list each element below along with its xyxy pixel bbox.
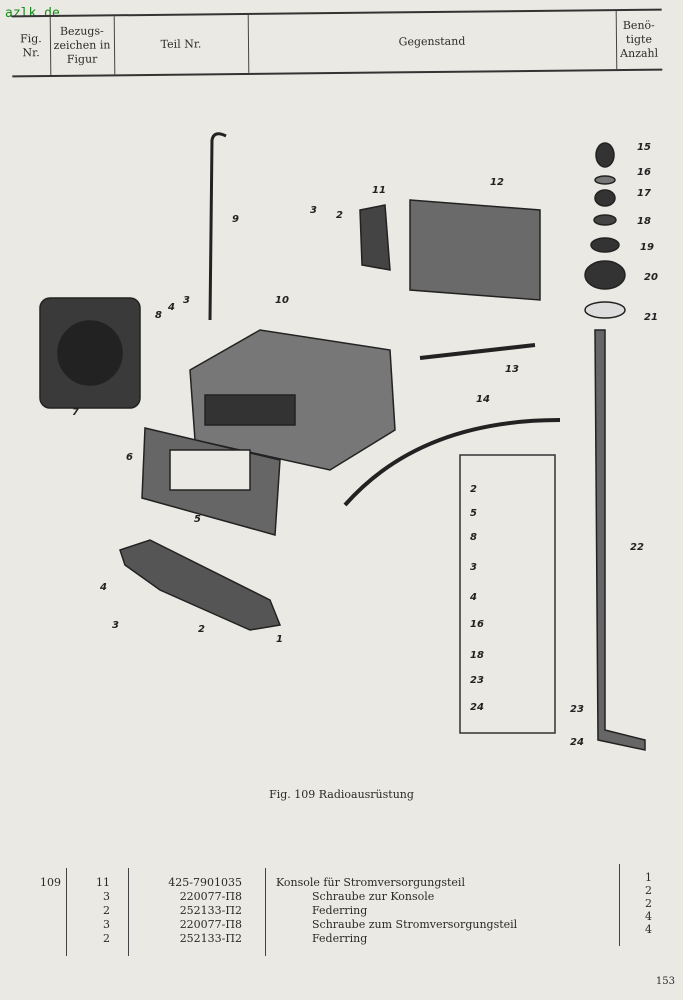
header-fig-nr: Fig. Nr. xyxy=(11,16,52,76)
cable-14 xyxy=(343,418,561,507)
callout-label: 16 xyxy=(470,619,484,630)
header-bezugszeichen: Bezugs- zeichen in Figur xyxy=(49,16,116,76)
cable-13 xyxy=(419,343,536,360)
callout-label: 17 xyxy=(637,188,651,199)
ref-number: 3 xyxy=(103,890,110,903)
callout-label: 8 xyxy=(155,310,162,321)
quantity: 2 xyxy=(645,897,652,910)
quantity: 4 xyxy=(645,910,652,923)
callout-label: 4 xyxy=(99,582,107,593)
callout-label: 2 xyxy=(198,624,205,635)
ref-number: 3 xyxy=(103,918,110,931)
callout-label: 20 xyxy=(644,272,658,283)
quantity: 1 xyxy=(645,871,652,884)
quantity: 2 xyxy=(645,884,652,897)
console-1 xyxy=(119,539,282,631)
header-gegenstand: Gegenstand xyxy=(247,11,618,73)
callout-label: 12 xyxy=(490,177,504,188)
callout-label: 2 xyxy=(336,210,343,221)
power-supply xyxy=(409,199,541,301)
header-anzahl: Benö- tigte Anzahl xyxy=(620,18,659,61)
part-description: Schraube zur Konsole xyxy=(312,890,435,903)
callout-label: 23 xyxy=(570,704,584,715)
callout-label: 18 xyxy=(470,650,484,661)
callout-label: 5 xyxy=(470,508,477,519)
callout-label: 7 xyxy=(72,407,79,418)
fig-number: 109 xyxy=(40,876,61,889)
callout-label: 10 xyxy=(275,295,289,306)
part-number: 425-7901035 xyxy=(168,876,242,889)
callout-label: 2 xyxy=(470,484,477,495)
watermark: azlk.de xyxy=(5,6,60,21)
callout-label: 9 xyxy=(232,214,239,225)
callout-label: 3 xyxy=(183,295,190,306)
callout-label: 14 xyxy=(476,394,490,405)
small-parts-inset xyxy=(459,454,556,734)
callout-label: 15 xyxy=(637,142,651,153)
callout-label: 6 xyxy=(126,452,133,463)
callout-label: 19 xyxy=(640,242,654,253)
callout-label: 11 xyxy=(372,185,386,196)
header-teil-nr: Teil Nr. xyxy=(113,14,250,75)
part-number: 252133-П2 xyxy=(179,904,242,917)
part-number: 252133-П2 xyxy=(179,932,242,945)
callout-label: 3 xyxy=(310,205,317,216)
part-number: 220077-П8 xyxy=(179,918,242,931)
ref-number: 2 xyxy=(103,904,110,917)
callout-label: 13 xyxy=(505,364,519,375)
callout-label: 16 xyxy=(637,167,651,178)
part-description: Federring xyxy=(312,932,368,945)
callout-label: 1 xyxy=(276,634,283,645)
part-description: Schraube zum Stromversorgungsteil xyxy=(312,918,518,931)
part-description: Konsole für Stromversorgungsteil xyxy=(276,876,465,889)
figure-caption: Fig. 109 Radioausrüstung xyxy=(269,788,414,801)
quantity: 4 xyxy=(645,923,652,936)
callout-label: 21 xyxy=(644,312,658,323)
callout-label: 18 xyxy=(637,216,651,227)
antenna-22 xyxy=(594,329,646,751)
callout-label: 23 xyxy=(470,675,484,686)
table-header: Fig. Nr. Bezugs- zeichen in Figur Teil N… xyxy=(11,8,663,78)
callout-label: 3 xyxy=(112,620,119,631)
ref-number: 2 xyxy=(103,932,110,945)
part-number: 220077-П8 xyxy=(179,890,242,903)
page-number: 153 xyxy=(655,976,675,987)
rod-9 xyxy=(208,132,227,321)
callout-label: 4 xyxy=(167,302,175,313)
bracket-11 xyxy=(359,204,391,271)
callout-label: 5 xyxy=(194,514,201,525)
ref-number: 11 xyxy=(96,876,110,889)
part-description: Federring xyxy=(312,904,368,917)
callout-label: 8 xyxy=(470,532,477,543)
callout-label: 24 xyxy=(570,737,584,748)
callout-label: 22 xyxy=(630,542,644,553)
callout-label: 3 xyxy=(470,562,477,573)
callout-label: 4 xyxy=(469,592,477,603)
callout-label: 24 xyxy=(470,702,484,713)
